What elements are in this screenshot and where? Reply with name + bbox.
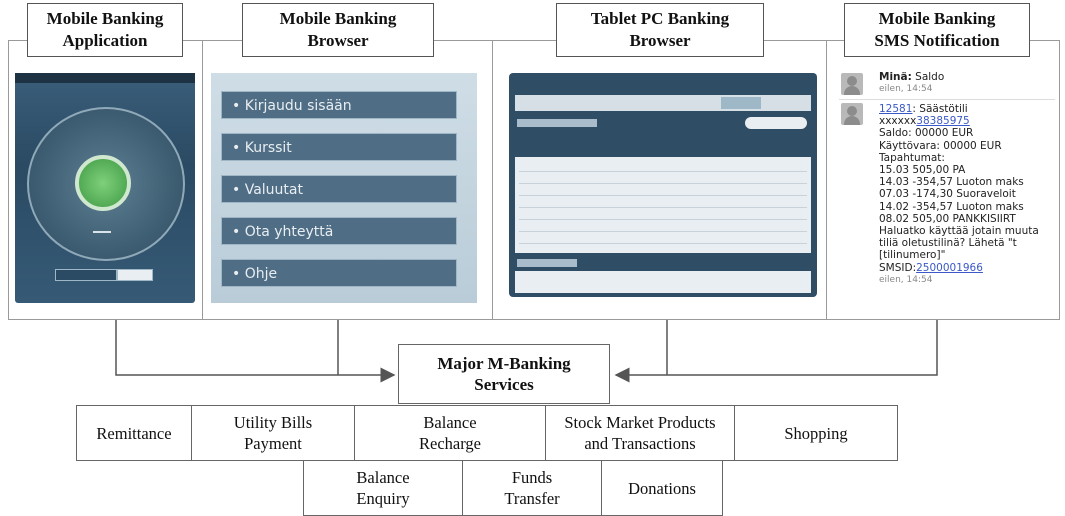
- sms-thread: Minä: Saldo eilen, 14:54 12581: Säästöti…: [839, 71, 1057, 311]
- sms-panel: Minä: Saldo eilen, 14:54 12581: Säästöti…: [826, 40, 1060, 320]
- browser-panel: • Kirjaudu sisään • Kurssit • Valuutat •…: [202, 40, 494, 320]
- browser-menu-item: • Valuutat: [221, 175, 457, 203]
- app-status-bar: [15, 73, 195, 83]
- connector-app: [115, 320, 396, 383]
- tablet-transaction-table-2: [515, 271, 811, 293]
- sms-divider: [839, 99, 1055, 100]
- sms-avatar: [841, 73, 863, 95]
- tablet-transaction-table: [515, 157, 811, 253]
- tablet-search-input: [745, 117, 807, 129]
- browser-screenshot: • Kirjaudu sisään • Kurssit • Valuutat •…: [211, 73, 477, 303]
- browser-menu-item: • Ota yhteyttä: [221, 217, 457, 245]
- service-remittance: Remittance: [76, 405, 192, 461]
- app-panel: [8, 40, 204, 320]
- tablet-tab-active: [721, 97, 761, 109]
- app-screenshot: [15, 73, 195, 303]
- sms-message-1: Minä: Saldo eilen, 14:54: [879, 71, 945, 95]
- tablet-section-title: [517, 119, 597, 127]
- app-wheel-center: [75, 155, 131, 211]
- tablet-screenshot: [509, 73, 817, 297]
- tablet-panel: [492, 40, 828, 320]
- app-login-button: [117, 269, 153, 281]
- app-login-field: [55, 269, 117, 281]
- browser-menu-item: • Ohje: [221, 259, 457, 287]
- app-chart-icon: [93, 223, 111, 233]
- browser-menu-item: • Kurssit: [221, 133, 457, 161]
- tablet-section-title-2: [517, 259, 577, 267]
- browser-menu-item: • Kirjaudu sisään: [221, 91, 457, 119]
- service-shopping: Shopping: [734, 405, 898, 461]
- sms-avatar: [841, 103, 863, 125]
- sms-message-2: 12581: Säästötili xxxxxx38385975 Saldo: …: [879, 103, 1039, 285]
- connector-sms: [614, 320, 938, 383]
